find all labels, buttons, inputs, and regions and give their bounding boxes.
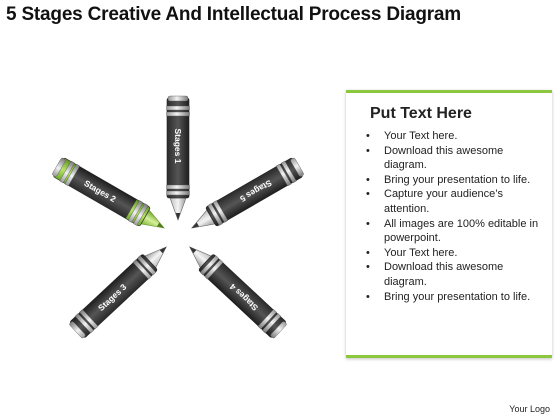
crayon-band [132,259,152,280]
crayon-band [199,255,220,276]
crayon-band [127,200,144,223]
list-item: •Download this awesome diagram. [366,261,504,288]
bullet-list: •Your Text here. •Download this awesome … [364,129,544,304]
list-item: •Bring your presentation to life. [366,173,531,186]
crayon-2: Stages 2 [52,157,165,229]
crayon-band [166,190,190,196]
crayon-cap [69,321,86,339]
bullet-icon: • [366,173,370,186]
bullet-icon: • [366,130,370,142]
crayon-band [257,309,277,330]
crayon-lead [189,246,197,254]
bullet-icon: • [366,144,370,157]
bullet-icon: • [366,188,370,201]
crayon-lead [159,246,167,254]
crayon-band [59,160,75,184]
crayon-band [133,203,149,226]
panel-title: Put Text Here [370,105,472,122]
bullet-icon: • [366,217,370,230]
bullet-icon: • [366,290,370,303]
crayon-band [262,313,282,334]
crayon-1: Stages 1 [166,95,190,221]
crayon-4: Stages 4 [189,246,287,339]
list-item: •Bring your presentation to life. [366,290,531,303]
text-panel: Put Text Here •Your Text here. •Download… [346,90,552,358]
list-item: •Capture your audience’s attention. [366,188,504,215]
page-title: 5 Stages Creative And Intellectual Proce… [6,4,461,25]
crayon-lead [175,213,181,220]
logo-text: Your Logo [509,404,550,414]
crayon-band [64,163,81,187]
crayon-band [207,203,223,226]
crayon-cap [290,157,304,177]
crayon-band [275,163,292,187]
crayon-cap [167,95,189,102]
crayon-band [136,255,157,276]
crayon-band [281,160,297,184]
crayon-label-band [65,164,137,219]
crayon-cap [52,157,66,177]
crayon-band [166,105,190,111]
crayon-band [212,200,229,223]
crayon-3: Stages 3 [69,246,167,339]
crayon-label: Stages 1 [173,129,183,164]
list-item: •Your Text here. [366,246,458,259]
list-item: •All images are 100% editable in powerpo… [366,217,539,245]
crayon-cap [270,321,287,339]
crayon-band [166,111,190,117]
crayon-lead [191,222,200,228]
crayon-band [166,184,190,190]
bullet-icon: • [366,261,370,274]
bullet-icon: • [366,246,370,259]
crayon-band [204,259,224,280]
crayon-band [74,313,94,334]
crayon-band [79,309,99,330]
crayon-5: Stages 5 [191,157,304,229]
list-item: •Your Text here. [366,130,458,142]
crayon-lead [156,222,165,228]
list-item: •Download this awesome diagram. [366,144,504,172]
